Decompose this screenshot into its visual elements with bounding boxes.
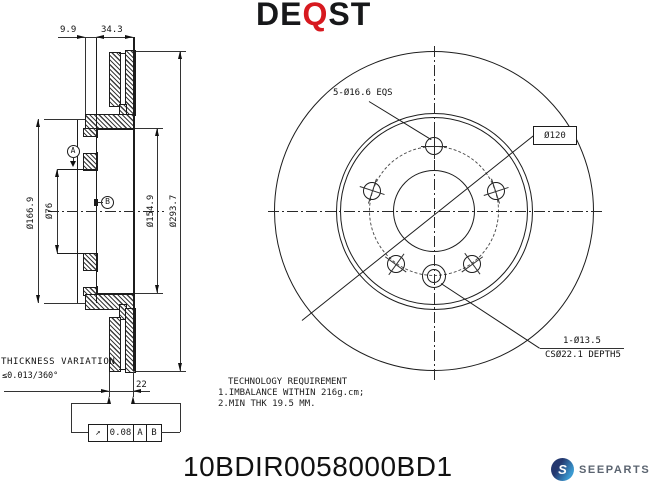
bore-top-line bbox=[57, 169, 96, 171]
deqst-logo: DEQST bbox=[256, 0, 371, 33]
hatch-inboard-plate-bottom bbox=[109, 317, 121, 372]
seeparts-icon: S bbox=[551, 458, 574, 481]
seeparts-logo: S SEEPARTS bbox=[551, 458, 650, 481]
logo-q: Q bbox=[302, 0, 329, 32]
fcf-route bbox=[71, 403, 109, 404]
thickness-variation-title: THICKNESS VARIATION bbox=[1, 357, 116, 367]
dim-label-thickness: 22 bbox=[136, 380, 147, 390]
ext-line-22-left bbox=[109, 372, 110, 397]
pcd-label: Ø120 bbox=[544, 130, 566, 141]
pin-hole-label-2: CSØ22.1 DEPTH5 bbox=[545, 350, 621, 360]
dim-arrow bbox=[77, 34, 85, 39]
dim-arrow bbox=[54, 169, 59, 177]
dim-line-top-widths bbox=[58, 37, 133, 38]
dim-label-dia-inner: Ø154.9 bbox=[146, 194, 156, 228]
dim-arrow bbox=[154, 128, 159, 136]
dim-arrow bbox=[133, 388, 142, 393]
mounting-face-line bbox=[96, 37, 98, 303]
notes-item-2: 2.MIN THK 19.5 MM. bbox=[218, 399, 316, 409]
fcf-route bbox=[71, 403, 72, 432]
seeparts-wordmark: SEEPARTS bbox=[579, 463, 651, 476]
dim-label-dia-outer: Ø293.7 bbox=[169, 194, 179, 228]
bolt-pattern-label: 5-Ø16.6 EQS bbox=[333, 88, 393, 98]
dim-arrow bbox=[35, 119, 40, 127]
pcd-label-box: Ø120 bbox=[533, 126, 577, 145]
thickness-variation-value: ≤0.013/360° bbox=[2, 371, 59, 381]
stud-hole-window-bottom bbox=[83, 270, 96, 288]
technology-notes: TECHNOLOGY REQUIREMENT 1.IMBALANCE WITHI… bbox=[218, 377, 364, 410]
dim-arrow bbox=[54, 245, 59, 253]
ext-outer-bottom bbox=[136, 371, 186, 372]
hatch-inboard-plate-top bbox=[109, 52, 121, 107]
ext-inner-top bbox=[135, 128, 163, 129]
dim-arrow bbox=[177, 363, 182, 371]
ext-flange-top bbox=[44, 119, 85, 120]
centerline-section bbox=[48, 211, 164, 212]
extension-line-hat-left bbox=[85, 37, 86, 114]
dim-label-dia-bore: Ø76 bbox=[45, 202, 55, 220]
fcf-datum-2: B bbox=[146, 425, 161, 441]
dim-line-dia-166 bbox=[38, 119, 39, 303]
vent-gap-bottom-line bbox=[119, 369, 125, 371]
bolt-hole bbox=[463, 254, 482, 273]
fcf-arrow bbox=[106, 396, 111, 404]
pin-hole-label-1: 1-Ø13.5 bbox=[563, 336, 601, 346]
dim-label-overall-width: 34.3 bbox=[101, 25, 123, 35]
dim-line-dia-293 bbox=[180, 50, 181, 371]
ext-inner-bottom bbox=[135, 293, 163, 294]
ext-flange-bottom bbox=[44, 303, 85, 304]
fcf-route bbox=[133, 403, 180, 404]
dim-arrow bbox=[125, 34, 134, 39]
fcf-arrow bbox=[130, 396, 135, 404]
fcf-route bbox=[71, 432, 88, 433]
dim-line-dia-154 bbox=[157, 128, 158, 293]
dim-arrow bbox=[101, 388, 109, 393]
feature-control-frame: ↗ 0.08 A B bbox=[88, 424, 162, 442]
pin-hole-leader-underline bbox=[540, 348, 624, 349]
logo-st: ST bbox=[328, 0, 372, 32]
hatch-outboard-plate-bottom bbox=[125, 308, 136, 373]
hat-interior-top-line bbox=[96, 128, 133, 130]
datum-a-triangle bbox=[70, 161, 76, 167]
dim-label-dia-flange: Ø166.9 bbox=[26, 196, 36, 230]
ext-outer-top bbox=[136, 50, 186, 52]
fcf-datum-1: A bbox=[133, 425, 146, 441]
dim-arrow bbox=[35, 295, 40, 303]
dim-label-hat-depth: 9.9 bbox=[60, 25, 77, 35]
fcf-route bbox=[161, 432, 180, 433]
bore-bottom-line bbox=[57, 253, 96, 255]
hat-interior-bottom-line bbox=[96, 293, 133, 295]
leader-thickness-variation bbox=[4, 391, 150, 392]
dim-arrow bbox=[96, 34, 104, 39]
datum-b-target bbox=[93, 198, 98, 206]
bolt-hole bbox=[486, 181, 505, 200]
bolt-hole bbox=[363, 181, 382, 200]
outboard-face-line bbox=[133, 37, 135, 371]
stud-hole-window-top bbox=[83, 136, 96, 154]
ext-line-22-right bbox=[133, 372, 135, 397]
notes-item-1: 1.IMBALANCE WITHIN 216g.cm; bbox=[218, 388, 365, 398]
datum-b-leader bbox=[97, 202, 103, 203]
fcf-tolerance: 0.08 bbox=[107, 425, 133, 441]
logo-de: DE bbox=[256, 0, 303, 32]
datum-a-symbol: A bbox=[66, 144, 80, 158]
bolt-hole bbox=[386, 254, 405, 273]
vent-gap-top-line bbox=[119, 53, 125, 55]
runout-symbol: ↗ bbox=[95, 428, 101, 438]
dim-arrow bbox=[177, 50, 182, 59]
fcf-route bbox=[180, 403, 181, 432]
part-number: 10BDIR0058000BD1 bbox=[183, 451, 453, 482]
notes-title: TECHNOLOGY REQUIREMENT bbox=[228, 377, 348, 387]
dim-arrow bbox=[154, 285, 159, 293]
